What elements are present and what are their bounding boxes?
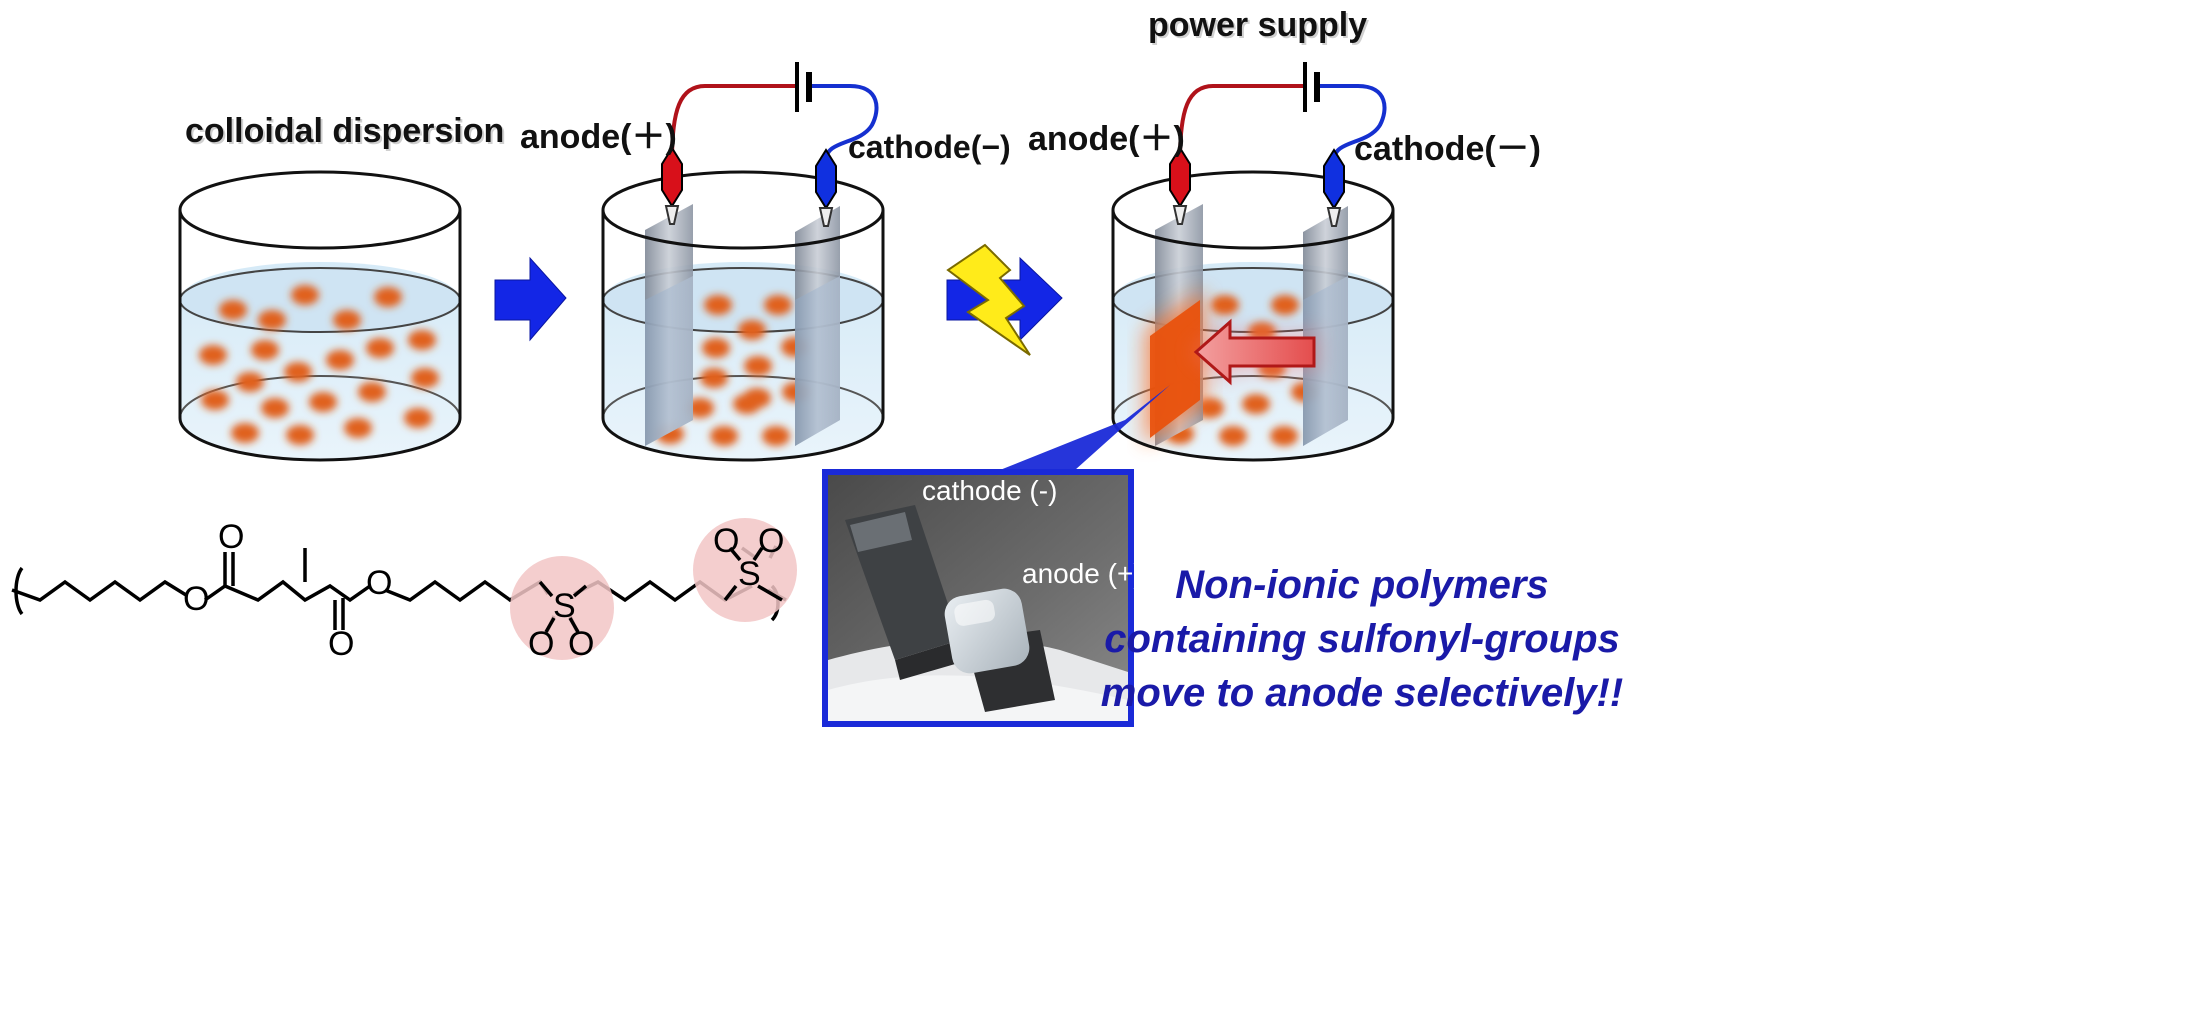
colloid-particle <box>1219 426 1247 446</box>
photo-electrode-gel: cathode (-) anode (+) <box>822 469 1143 727</box>
colloid-particle <box>404 408 432 428</box>
alligator-clip-icon <box>815 148 837 227</box>
atom-S: S <box>738 555 761 593</box>
note-line-2: containing sulfonyl-groups <box>1104 617 1620 661</box>
sulfonyl-highlight <box>510 556 614 660</box>
alligator-clip-icon <box>1323 148 1345 227</box>
beaker-colloidal <box>178 170 462 462</box>
atom-O: O <box>568 625 594 663</box>
particles-group-1 <box>199 285 439 445</box>
sulfonyl-highlight <box>693 518 797 622</box>
colloid-particle <box>366 338 394 358</box>
photo-label-cathode: cathode (-) <box>922 475 1057 506</box>
label-anode-right: anode(＋) <box>1028 120 1185 158</box>
colloid-particle <box>408 330 436 350</box>
colloid-particle <box>261 398 289 418</box>
colloid-particle <box>286 425 314 445</box>
colloid-particle <box>199 345 227 365</box>
note-line-3: move to anode selectively!! <box>1101 671 1623 715</box>
deposited-polymer-layer <box>1150 300 1200 438</box>
photo-label-anode: anode (+) <box>1022 558 1143 589</box>
atom-labels: O O O O S O O S O O <box>183 518 784 663</box>
colloid-particle <box>1271 295 1299 315</box>
atom-O: O <box>528 625 554 663</box>
colloid-particle <box>744 356 772 376</box>
alligator-clip-icon <box>1169 146 1191 225</box>
colloid-particle <box>284 362 312 382</box>
circuit-right <box>1169 62 1387 227</box>
atom-O: O <box>218 518 244 556</box>
colloid-particle <box>700 368 728 388</box>
circuit-mid <box>661 62 879 227</box>
colloid-particle <box>326 350 354 370</box>
atom-O: O <box>328 625 354 663</box>
atom-O: O <box>183 580 209 618</box>
colloid-particle <box>764 295 792 315</box>
polymer-structure <box>11 545 787 635</box>
atom-O: O <box>713 522 739 560</box>
sulfonyl-bonds <box>538 546 783 633</box>
colloid-particle <box>704 295 732 315</box>
lightning-icon <box>946 243 1031 356</box>
atom-O: O <box>366 564 392 602</box>
colloid-particle <box>702 338 730 358</box>
colloid-particle <box>374 287 402 307</box>
arrow-right-icon <box>494 256 567 342</box>
colloid-particle <box>309 392 337 412</box>
colloid-particle <box>231 423 259 443</box>
label-power-supply: power supply <box>1148 6 1367 44</box>
colloid-particle <box>201 390 229 410</box>
battery-icon <box>1303 62 1320 112</box>
label-cathode-right: cathode(－) <box>1354 130 1541 168</box>
battery-icon <box>795 62 812 112</box>
colloid-particle <box>1270 426 1298 446</box>
colloid-particle <box>258 310 286 330</box>
colloid-particle <box>762 426 790 446</box>
callout-wedge <box>1000 385 1170 470</box>
colloid-particle <box>710 426 738 446</box>
colloid-particle <box>1242 394 1270 414</box>
colloid-particle <box>358 382 386 402</box>
label-anode-mid: anode(＋) <box>520 118 677 156</box>
colloid-particle <box>219 300 247 320</box>
colloid-particle <box>411 368 439 388</box>
colloid-particle <box>236 372 264 392</box>
beaker-deposition <box>1111 170 1395 462</box>
atom-O: O <box>758 522 784 560</box>
colloid-particle <box>733 394 761 414</box>
arrow-left-icon <box>1190 318 1318 386</box>
atom-S: S <box>553 587 576 625</box>
note-line-1: Non-ionic polymers <box>1175 563 1548 607</box>
colloid-particle <box>333 310 361 330</box>
colloid-particle <box>1211 295 1239 315</box>
label-shadow: power supply <box>1150 8 1369 46</box>
alligator-clip-icon <box>661 146 683 225</box>
label-shadow: colloidal dispersion <box>187 114 506 152</box>
label-colloidal-dispersion: colloidal dispersion <box>185 112 504 150</box>
beaker-electrodes <box>601 170 885 462</box>
colloid-particle <box>291 285 319 305</box>
colloid-particle <box>738 320 766 340</box>
colloid-particle <box>251 340 279 360</box>
colloid-particle <box>344 418 372 438</box>
label-cathode-mid: cathode(−) <box>848 129 1011 165</box>
